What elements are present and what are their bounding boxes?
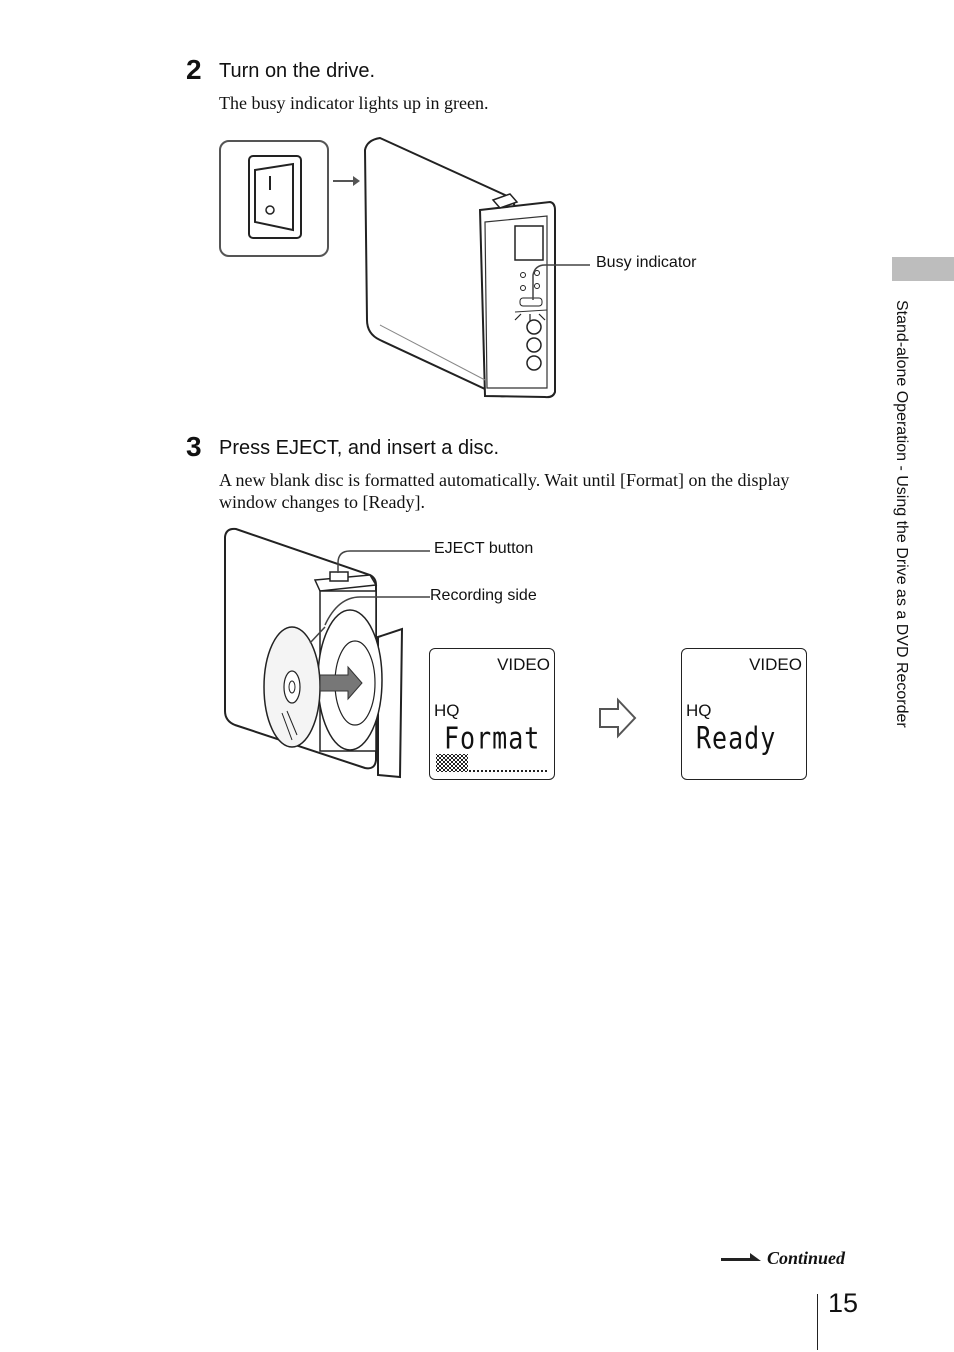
display-window-ready: VIDEO HQ Ready (681, 648, 807, 780)
drive-unit-illustration (363, 136, 556, 399)
section-tab (892, 257, 954, 281)
page-number: 15 (828, 1288, 859, 1318)
power-switch-icon (219, 140, 329, 257)
drive-with-open-tray-illustration (224, 527, 404, 779)
display-window-format: VIDEO HQ Format (429, 648, 555, 780)
page-divider (817, 1294, 818, 1350)
section-title-vertical: Stand-alone Operation - Using the Drive … (893, 300, 910, 728)
display-quality-label: HQ (686, 701, 712, 720)
display-mode-label: VIDEO (749, 655, 802, 674)
display-status-label: Ready (696, 721, 777, 756)
step-2-title: Turn on the drive. (219, 60, 376, 82)
callout-line-recording (324, 596, 430, 626)
step-3-number: 3 (186, 431, 202, 462)
format-progress-bar (436, 754, 548, 772)
step-3-title: Press EJECT, and insert a disc. (219, 437, 500, 459)
step-2-body: The busy indicator lights up in green. (219, 93, 489, 113)
display-quality-label: HQ (434, 701, 460, 720)
display-mode-label: VIDEO (497, 655, 550, 674)
display-status-label: Format (444, 721, 541, 756)
callout-recording-side: Recording side (430, 587, 537, 604)
step-3-body-line-1: A new blank disc is formatted automatica… (219, 470, 790, 490)
callout-eject-button: EJECT button (434, 540, 534, 557)
continued-arrow-icon (721, 1253, 761, 1261)
callout-line-busy (532, 264, 590, 300)
arrow-to-drive-icon (333, 176, 360, 186)
step-3-body-line-2: window changes to [Ready]. (219, 492, 425, 512)
hollow-arrow-right-icon (599, 697, 637, 739)
callout-busy-indicator: Busy indicator (596, 254, 697, 271)
callout-line-eject (337, 550, 430, 573)
figure-insert-disc (224, 527, 430, 779)
figure-turn-on-drive (219, 136, 590, 399)
step-2-number: 2 (186, 54, 202, 85)
continued-label: Continued (767, 1248, 846, 1268)
